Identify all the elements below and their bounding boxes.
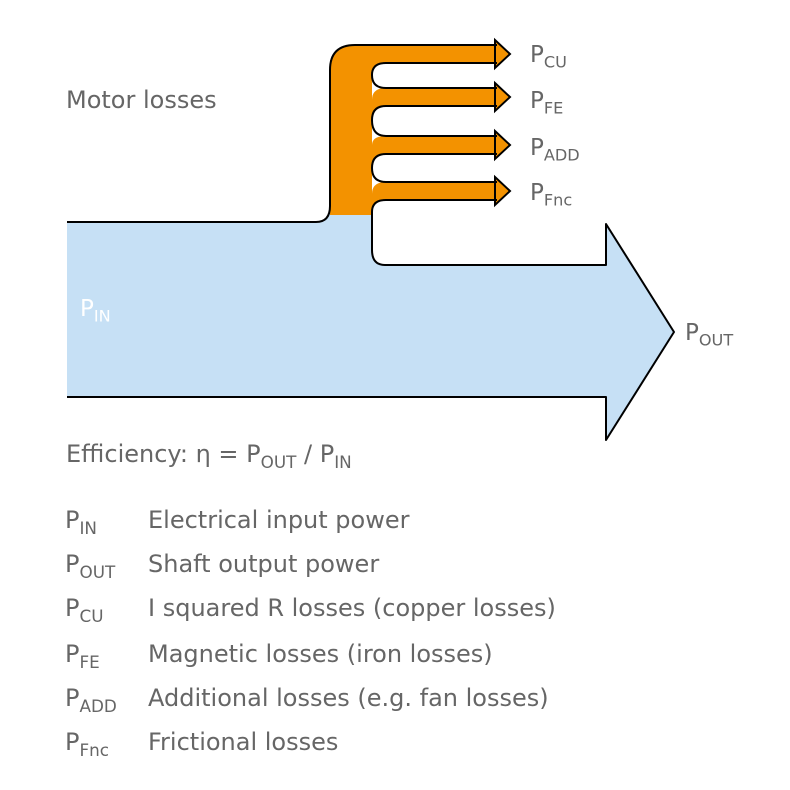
legend-description: I squared R losses (copper losses) — [148, 594, 556, 622]
diagram-title: Motor losses — [66, 86, 217, 114]
legend-symbol: PFnc — [65, 728, 109, 760]
loss-label-fe: PFE — [530, 88, 564, 118]
arrowhead-fe-icon — [494, 80, 512, 114]
legend-symbol: PADD — [65, 684, 117, 716]
efficiency-formula: Efficiency: η = POUT / PIN — [66, 440, 352, 472]
legend-description: Additional losses (e.g. fan losses) — [148, 684, 549, 712]
input-label: PIN — [80, 296, 111, 326]
legend-description: Magnetic losses (iron losses) — [148, 640, 493, 668]
arrowhead-add-icon — [494, 128, 512, 162]
loss-branch-fe — [372, 88, 495, 118]
legend-symbol: POUT — [65, 550, 116, 582]
loss-label-fnc: PFnc — [530, 180, 573, 210]
arrowhead-fnc-icon — [494, 174, 512, 208]
loss-branch-add — [372, 136, 495, 166]
legend-symbol: PFE — [65, 640, 100, 672]
loss-trunk — [330, 60, 372, 215]
loss-label-add: PADD — [530, 135, 580, 165]
loss-branches — [330, 45, 495, 215]
flow-outline — [67, 44, 675, 441]
legend-symbol: PCU — [65, 594, 104, 626]
loss-arrowheads — [494, 37, 512, 208]
output-label: POUT — [685, 320, 734, 350]
legend-description: Electrical input power — [148, 506, 410, 534]
loss-branch-cu — [372, 45, 495, 75]
arrowhead-cu-icon — [494, 37, 512, 71]
legend-symbol: PIN — [65, 506, 97, 538]
power-flow-arrow — [67, 45, 674, 440]
loss-branch-fnc — [372, 182, 495, 212]
legend-description: Frictional losses — [148, 728, 339, 756]
legend-description: Shaft output power — [148, 550, 380, 578]
loss-label-cu: PCU — [530, 42, 567, 72]
